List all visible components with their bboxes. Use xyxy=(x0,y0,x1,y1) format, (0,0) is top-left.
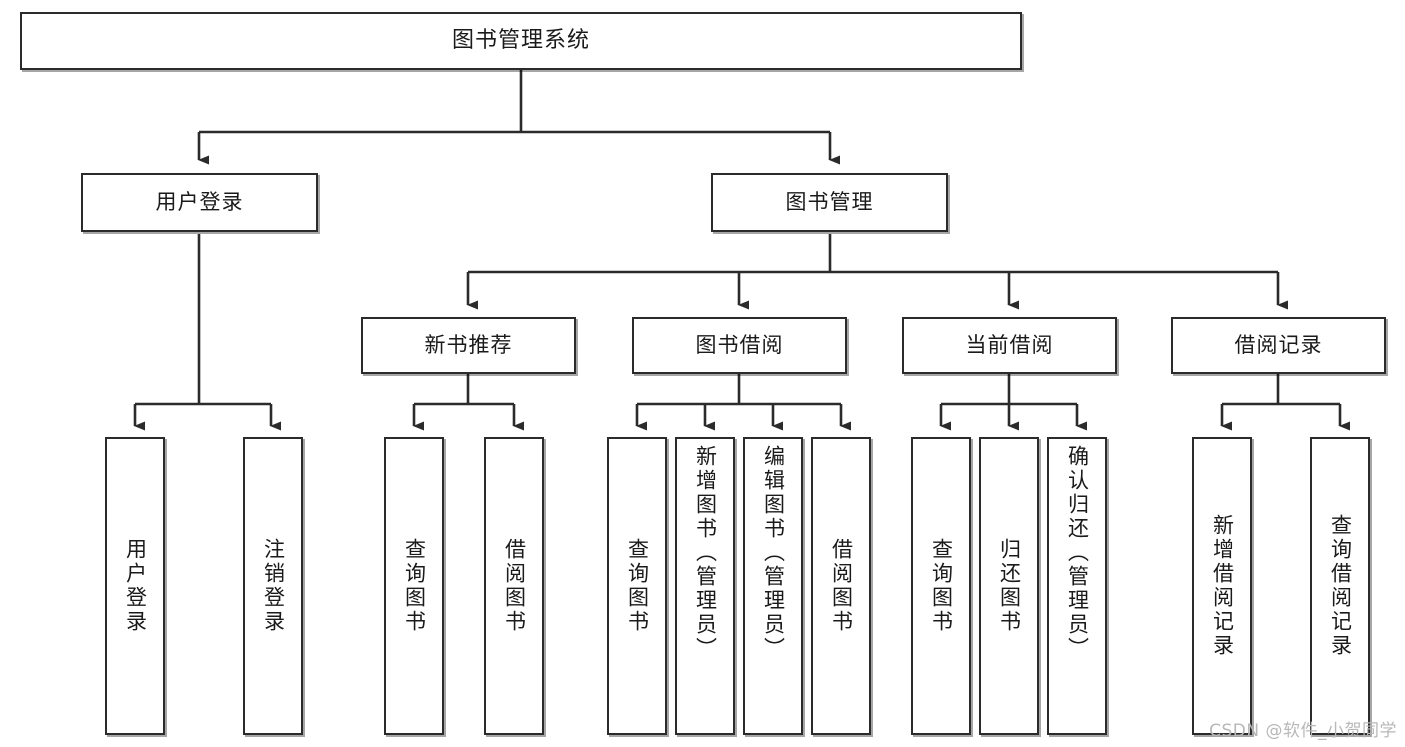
node-label: 确认归还（管理员） xyxy=(1065,445,1090,661)
leaf-user-login-login[interactable]: 用户登录 xyxy=(105,437,165,735)
node-new-book-recommend[interactable]: 新书推荐 xyxy=(361,317,576,374)
leaf-borrow-record-query-record[interactable]: 查询借阅记录 xyxy=(1310,437,1370,735)
node-label: 新书推荐 xyxy=(424,333,513,358)
node-label: 借阅图书 xyxy=(502,538,527,634)
node-label: 用户登录 xyxy=(155,190,244,215)
leaf-current-borrow-return-book[interactable]: 归还图书 xyxy=(979,437,1039,735)
leaf-book-borrow-borrow-book[interactable]: 借阅图书 xyxy=(811,437,871,735)
node-label: 查询借阅记录 xyxy=(1328,514,1353,658)
node-label: 编辑图书（管理员） xyxy=(761,445,786,661)
node-label: 图书管理 xyxy=(785,190,874,215)
node-borrow-record[interactable]: 借阅记录 xyxy=(1171,317,1386,374)
watermark-text: CSDN @软件_小贺同学 xyxy=(1209,721,1397,741)
node-label: 新增借阅记录 xyxy=(1210,514,1235,658)
node-current-borrow[interactable]: 当前借阅 xyxy=(902,317,1117,374)
node-label: 查询图书 xyxy=(402,538,427,634)
node-book-borrow[interactable]: 图书借阅 xyxy=(632,317,847,374)
leaf-borrow-record-add-record[interactable]: 新增借阅记录 xyxy=(1192,437,1252,735)
node-label: 用户登录 xyxy=(123,538,148,634)
node-label: 图书借阅 xyxy=(695,333,784,358)
leaf-new-book-query-book[interactable]: 查询图书 xyxy=(384,437,444,735)
node-label: 借阅图书 xyxy=(829,538,854,634)
node-label: 注销登录 xyxy=(261,538,286,634)
node-user-login[interactable]: 用户登录 xyxy=(81,173,318,232)
node-label: 归还图书 xyxy=(997,538,1022,634)
node-label: 新增图书（管理员） xyxy=(693,445,718,661)
node-book-management[interactable]: 图书管理 xyxy=(711,173,948,232)
leaf-user-login-logout[interactable]: 注销登录 xyxy=(243,437,303,735)
leaf-current-borrow-query-book[interactable]: 查询图书 xyxy=(911,437,971,735)
leaf-book-borrow-edit-book-admin[interactable]: 编辑图书（管理员） xyxy=(743,437,803,735)
node-root-system[interactable]: 图书管理系统 xyxy=(20,12,1022,70)
leaf-book-borrow-query-book[interactable]: 查询图书 xyxy=(607,437,667,735)
node-label: 查询图书 xyxy=(929,538,954,634)
leaf-new-book-borrow-book[interactable]: 借阅图书 xyxy=(484,437,544,735)
node-label: 借阅记录 xyxy=(1234,333,1323,358)
node-label: 查询图书 xyxy=(625,538,650,634)
leaf-book-borrow-add-book-admin[interactable]: 新增图书（管理员） xyxy=(675,437,735,735)
leaf-current-borrow-confirm-return-admin[interactable]: 确认归还（管理员） xyxy=(1047,437,1107,735)
node-label: 图书管理系统 xyxy=(451,28,590,54)
node-label: 当前借阅 xyxy=(965,333,1054,358)
